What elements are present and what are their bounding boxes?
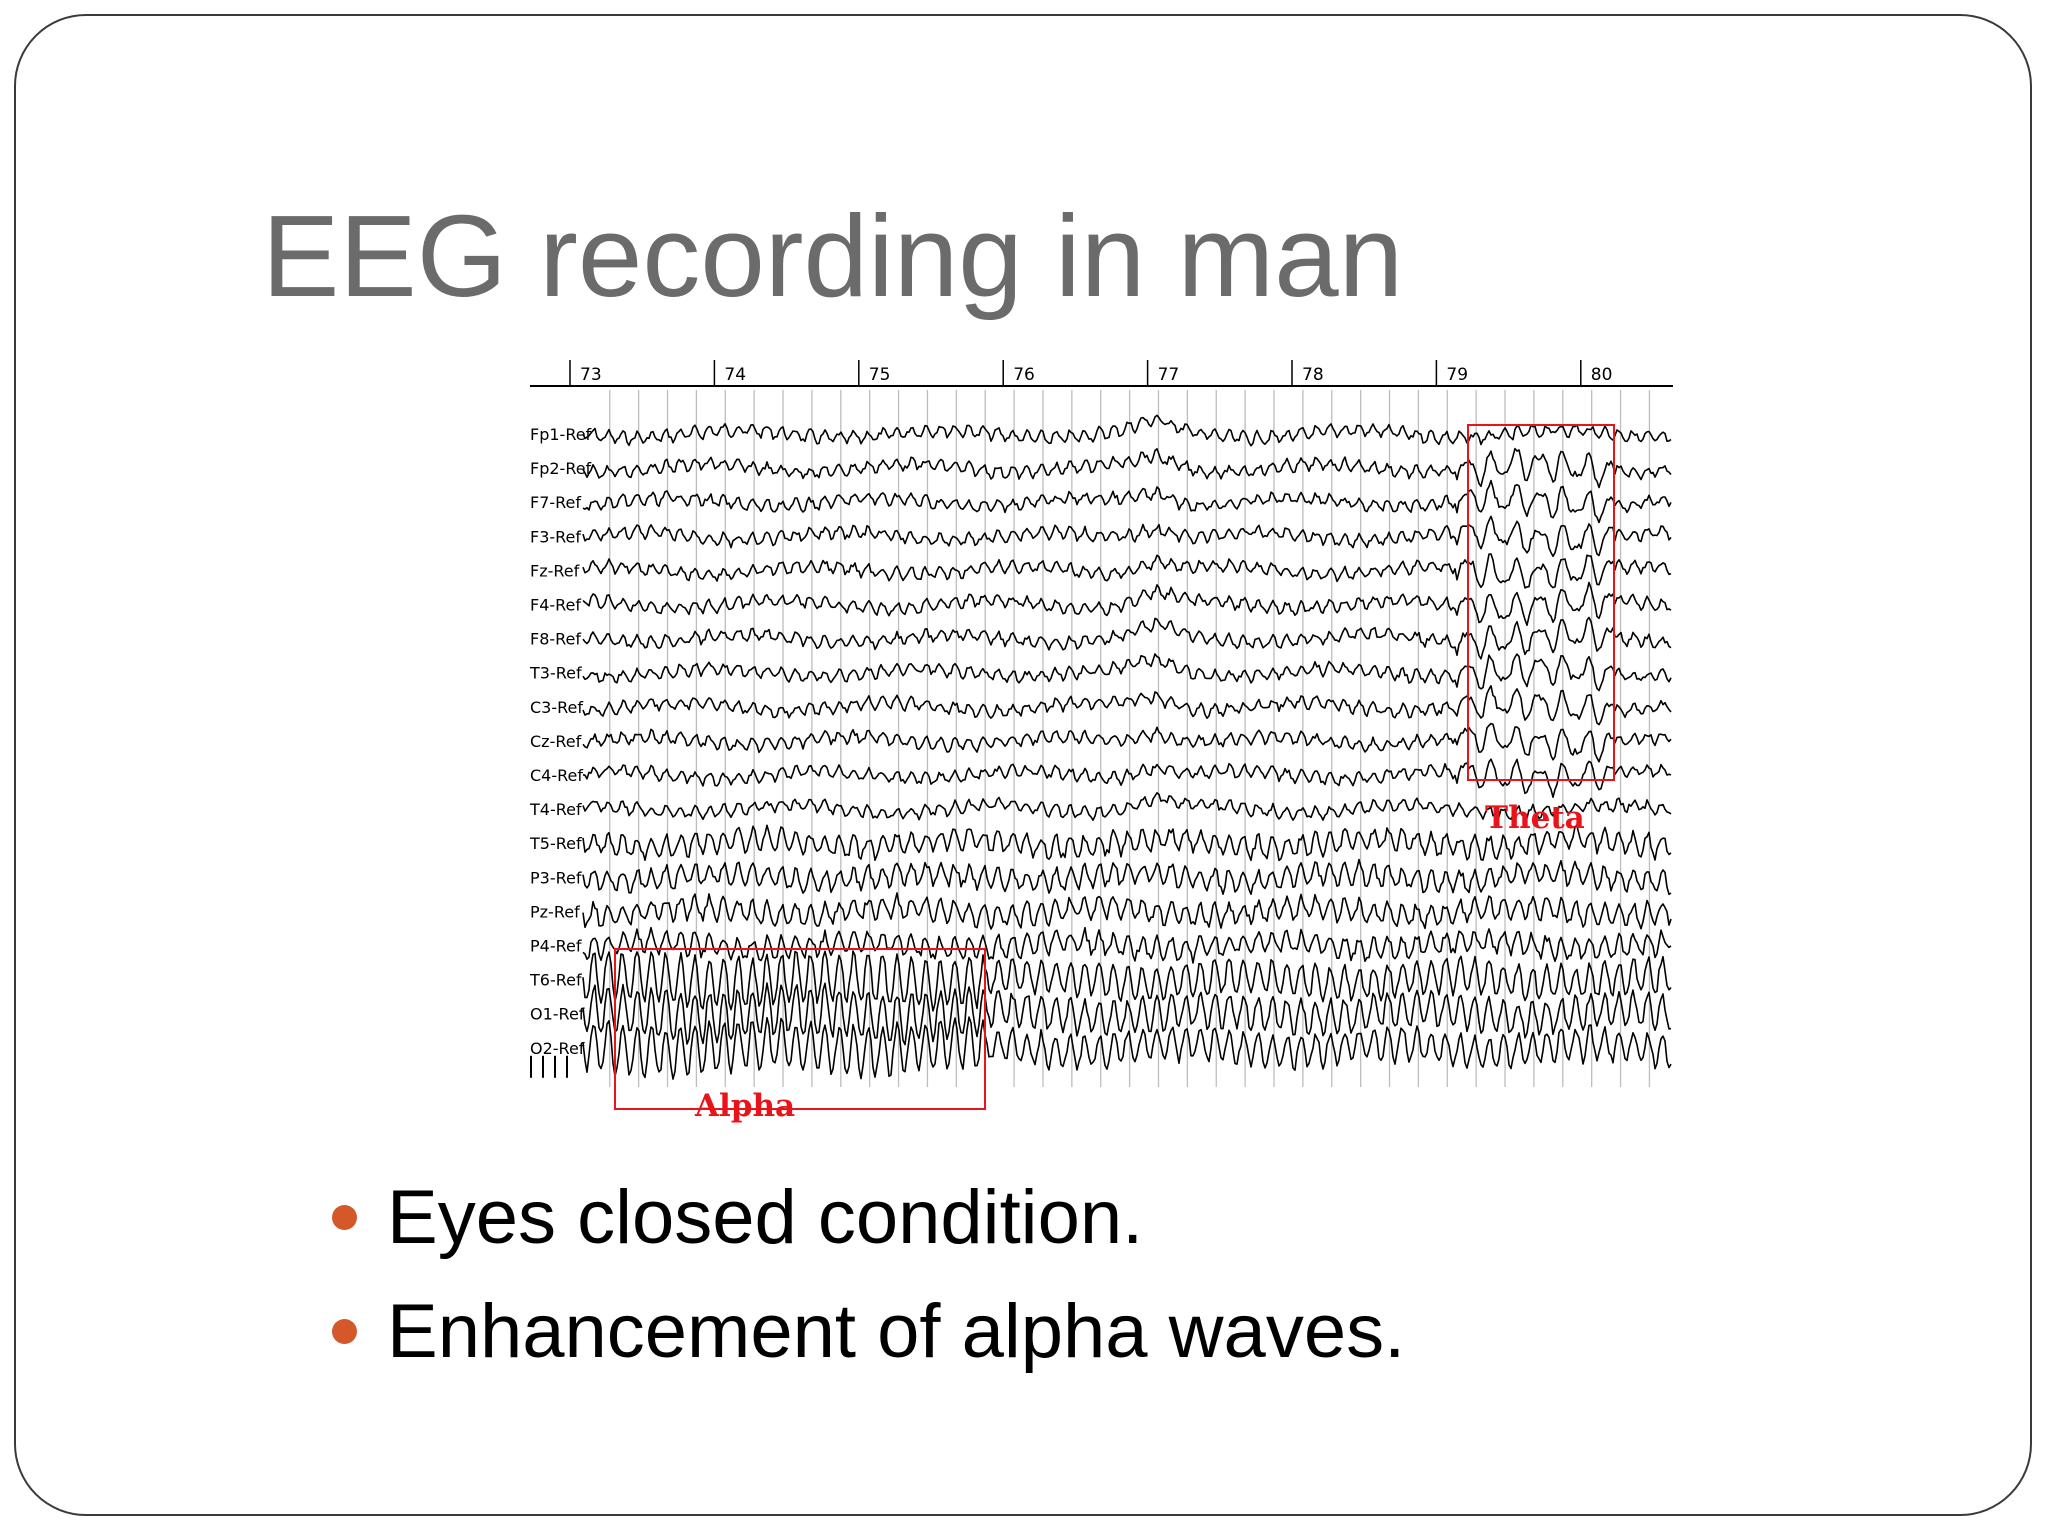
eeg-trace bbox=[582, 824, 1672, 862]
bullet-text: Enhancement of alpha waves. bbox=[387, 1288, 1406, 1374]
time-axis: 73 74 75 76 77 78 79 80 bbox=[530, 360, 1673, 387]
channel-label: Fp2-Ref bbox=[530, 459, 592, 478]
eeg-trace bbox=[582, 950, 1672, 1012]
eeg-trace bbox=[582, 685, 1672, 726]
eeg-recording-image: 73 74 75 76 77 78 79 80 Fp1-RefFp2-RefF7-RefF3-… bbox=[529, 360, 1673, 1124]
bullet-item-eyes-closed: Eyes closed condition. bbox=[332, 1160, 1405, 1274]
bullet-marker-icon bbox=[332, 1318, 357, 1344]
time-tick-label: 78 bbox=[1302, 365, 1324, 385]
eeg-traces bbox=[582, 414, 1672, 1080]
channel-label: F3-Ref bbox=[530, 527, 581, 546]
eeg-trace bbox=[582, 447, 1672, 489]
eeg-trace bbox=[582, 858, 1672, 896]
slide-frame bbox=[14, 14, 2032, 1516]
time-tick-label: 76 bbox=[1013, 365, 1035, 385]
channel-label: F4-Ref bbox=[530, 596, 581, 615]
eeg-trace bbox=[582, 892, 1672, 930]
eeg-trace bbox=[582, 414, 1672, 447]
eeg-trace bbox=[582, 758, 1672, 798]
eeg-trace bbox=[582, 982, 1672, 1046]
eeg-trace bbox=[582, 553, 1672, 589]
eeg-trace bbox=[582, 581, 1672, 626]
channel-label: T6-Ref bbox=[529, 971, 582, 990]
time-tick-label: 75 bbox=[869, 365, 891, 385]
eeg-trace bbox=[582, 926, 1672, 964]
channel-label: F7-Ref bbox=[530, 493, 581, 512]
annotation-boxes: Alpha Theta bbox=[614, 424, 1615, 1124]
eeg-trace bbox=[582, 515, 1672, 558]
bullet-text: Eyes closed condition. bbox=[387, 1174, 1144, 1260]
time-tick-label: 79 bbox=[1446, 365, 1468, 385]
annotation-box-theta bbox=[1467, 424, 1615, 781]
channel-label: Pz-Ref bbox=[530, 902, 580, 921]
eeg-trace bbox=[582, 792, 1672, 821]
channel-label: C4-Ref bbox=[530, 766, 583, 785]
time-tick-label: 73 bbox=[580, 365, 602, 385]
channel-label: F8-Ref bbox=[530, 630, 581, 649]
channel-label: P3-Ref bbox=[530, 868, 582, 887]
channel-labels: Fp1-RefFp2-RefF7-RefF3-RefFz-RefF4-RefF8… bbox=[529, 425, 592, 1078]
eeg-trace bbox=[582, 616, 1672, 660]
eeg-trace bbox=[582, 653, 1672, 692]
annotation-label-alpha: Alpha bbox=[694, 1088, 795, 1124]
channel-label: O2-Ref bbox=[530, 1039, 585, 1058]
time-grid bbox=[609, 390, 1651, 1087]
channel-label: Fz-Ref bbox=[530, 561, 580, 580]
bullet-item-alpha-enhancement: Enhancement of alpha waves. bbox=[332, 1274, 1405, 1388]
bullet-marker-icon bbox=[332, 1204, 357, 1230]
channel-label: T4-Ref bbox=[529, 800, 582, 819]
annotation-label-theta: Theta bbox=[1485, 800, 1585, 836]
time-tick-label: 80 bbox=[1591, 365, 1613, 385]
channel-label: Fp1-Ref bbox=[530, 425, 592, 444]
eeg-trace bbox=[582, 479, 1672, 524]
channel-label: P4-Ref bbox=[530, 937, 582, 956]
slide-title: EEG recording in man bbox=[262, 191, 1404, 321]
channel-label: T3-Ref bbox=[529, 664, 582, 683]
time-tick-label: 74 bbox=[724, 365, 746, 385]
channel-label: Cz-Ref bbox=[530, 732, 582, 751]
time-tick-label: 77 bbox=[1158, 365, 1180, 385]
channel-label: C3-Ref bbox=[530, 698, 583, 717]
channel-label: T5-Ref bbox=[529, 834, 582, 853]
channel-label: O1-Ref bbox=[530, 1005, 585, 1024]
eeg-trace bbox=[582, 1016, 1672, 1080]
annotation-box-alpha bbox=[614, 948, 986, 1110]
bullet-list: Eyes closed condition. Enhancement of al… bbox=[332, 1160, 1405, 1388]
eeg-trace bbox=[582, 722, 1672, 763]
